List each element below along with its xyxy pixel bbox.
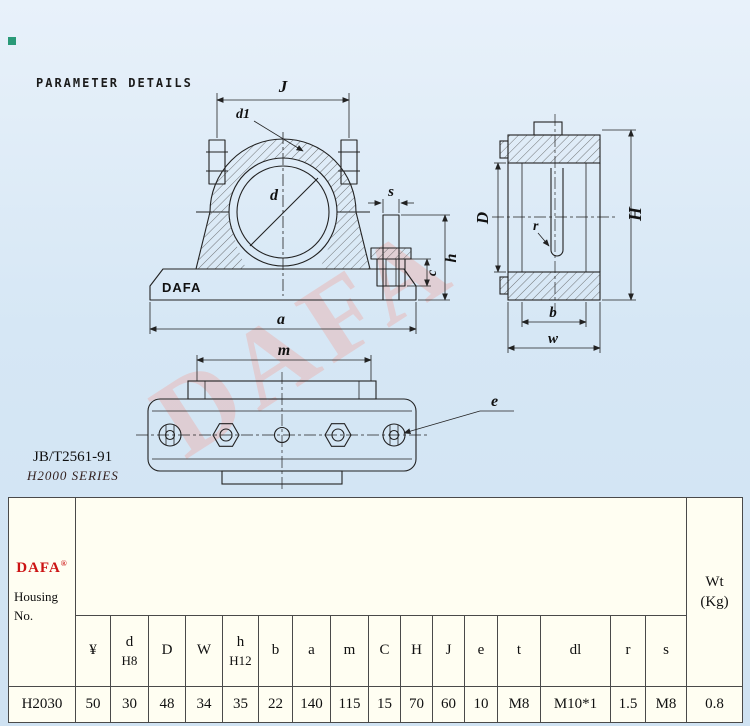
header-cell: r (610, 615, 646, 687)
bore-diameter-line (249, 177, 319, 247)
header-cell: a (292, 615, 331, 687)
housing-label-line2: No. (14, 608, 34, 623)
dim-label-c: c (425, 269, 440, 276)
brand-cell: DAFA® Housing No. (8, 497, 76, 687)
plan-hole-hex-right (324, 423, 352, 447)
side-view: D H r b w (473, 114, 645, 353)
brand-logo: DAFA® (16, 559, 68, 576)
header-cell: H (400, 615, 433, 687)
data-cell: 34 (185, 686, 223, 723)
stud-nut (376, 258, 406, 287)
brand-watermark: DAFA (132, 198, 475, 480)
dim-label-e: e (491, 393, 498, 410)
cap-bolt-right (340, 139, 358, 185)
plan-hole-slot-left (158, 423, 182, 447)
header-blank-cell (75, 497, 687, 616)
dim-label-s: s (387, 184, 394, 200)
housing-no-cell: H2030 (8, 686, 76, 723)
header-cell: D (148, 615, 186, 687)
technical-drawing: DAFA (132, 77, 645, 490)
plan-hole-center (273, 426, 291, 444)
data-cell: 1.5 (610, 686, 646, 723)
header-cell: dl (540, 615, 611, 687)
base-outline (149, 268, 417, 301)
header-cell: J (432, 615, 465, 687)
data-cell: 115 (330, 686, 369, 723)
data-cell: M10*1 (540, 686, 611, 723)
dim-label-r: r (533, 219, 539, 234)
wt-value-cell: 0.8 (686, 686, 743, 723)
base-brand-text: DAFA (162, 280, 201, 295)
header-cell: ¥ (75, 615, 111, 687)
cap-bolt-left (208, 139, 226, 185)
wt-cell: Wt (Kg) (686, 497, 743, 687)
cap-hatch (210, 139, 356, 212)
side-bottom-flange (507, 271, 601, 301)
leader-e (403, 410, 481, 434)
plan-hole-slot-right (382, 423, 406, 447)
stud-washer (370, 247, 412, 260)
data-cell: 30 (110, 686, 149, 723)
header-cell: b (258, 615, 293, 687)
data-cell: 35 (222, 686, 259, 723)
dim-label-w: w (548, 331, 559, 347)
corner-mark (8, 37, 16, 45)
data-cell: 48 (148, 686, 186, 723)
side-top-flange (507, 134, 601, 164)
data-cell: 60 (432, 686, 465, 723)
front-view: DAFA (149, 132, 417, 301)
dim-label-m: m (278, 342, 290, 359)
data-cell: 15 (368, 686, 401, 723)
data-cell: 10 (464, 686, 498, 723)
dim-label-d: d (270, 187, 279, 204)
header-cell: s (645, 615, 687, 687)
header-cell: t (497, 615, 541, 687)
dim-label-D: D (473, 212, 492, 225)
side-top-cap (533, 121, 563, 136)
dim-label-b: b (549, 305, 557, 321)
side-slot (550, 168, 564, 257)
page-title: PARAMETER DETAILS (36, 76, 193, 90)
data-cell: M8 (497, 686, 541, 723)
dim-label-h: h (443, 253, 460, 262)
front-dimensions: J d1 d s h c a (149, 77, 460, 334)
standard-number: JB/T2561-91 (33, 449, 113, 465)
bottom-view: m e (136, 342, 514, 490)
header-cell: e (464, 615, 498, 687)
data-cell: 22 (258, 686, 293, 723)
header-cell: C (368, 615, 401, 687)
header-cell: m (330, 615, 369, 687)
data-cell: 140 (292, 686, 331, 723)
header-cell: W (185, 615, 223, 687)
data-cell: M8 (645, 686, 687, 723)
wt-label-line1: Wt (705, 574, 724, 590)
series-name: H2000 SERIES (27, 468, 119, 483)
data-cell: 50 (75, 686, 111, 723)
leader-r (537, 232, 550, 247)
dim-label-H: H (625, 206, 645, 222)
dim-label-J: J (278, 77, 288, 96)
registered-mark: ® (60, 559, 68, 568)
wt-label-line2: (Kg) (700, 594, 729, 610)
dim-label-a: a (277, 311, 285, 328)
data-cell: 70 (400, 686, 433, 723)
dim-label-d1: d1 (236, 107, 250, 122)
plan-hole-hex-left (212, 423, 240, 447)
housing-label-line1: Housing (14, 589, 59, 604)
leader-d1 (253, 120, 304, 152)
